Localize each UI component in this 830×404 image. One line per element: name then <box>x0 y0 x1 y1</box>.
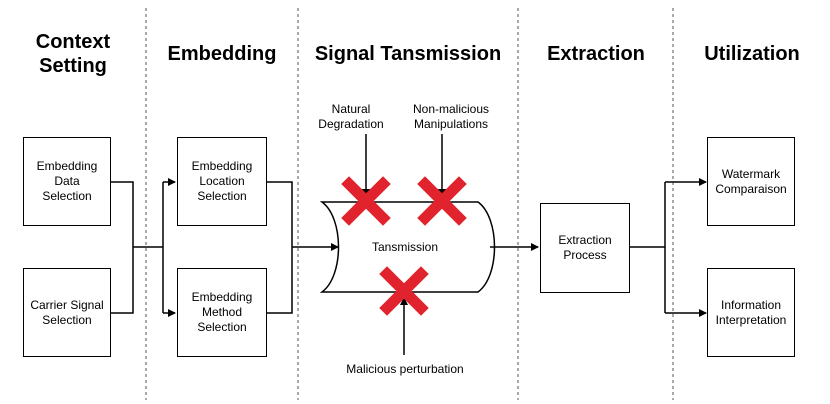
heading-embedding: Embedding <box>167 43 277 65</box>
heading-extraction: Extraction <box>547 43 645 65</box>
embedding-location-selection-box: Embedding Location Selection <box>177 137 267 226</box>
malicious-perturbation-label: Malicious perturbation <box>346 362 464 376</box>
heading-signal-transmission: Signal Tansmission <box>314 43 502 65</box>
carrier-signal-selection-box: Carrier Signal Selection <box>23 268 111 357</box>
connector-data-selection <box>110 181 134 247</box>
heading-utilization: Utilization <box>704 43 800 65</box>
transmission-label: Tansmission <box>371 240 439 254</box>
connector-carrier-selection <box>110 247 134 314</box>
information-interpretation-box: Information Interpretation <box>707 268 795 357</box>
embedding-data-selection-box: Embedding Data Selection <box>23 137 111 226</box>
connector-location-selection <box>267 181 293 247</box>
connector-method-selection <box>267 247 293 314</box>
transmission-shape <box>319 201 496 293</box>
cross-icon <box>417 176 467 226</box>
extraction-process-box: Extraction Process <box>540 203 630 293</box>
cross-icon <box>379 266 429 316</box>
watermark-comparison-box: Watermark Comparaison <box>707 137 795 226</box>
natural-degradation-label: Natural Degradation <box>318 102 384 131</box>
non-malicious-manipulations-label: Non-malicious Manipulations <box>412 102 490 131</box>
cross-icon <box>341 176 391 226</box>
heading-context-setting: Context Setting <box>35 31 111 77</box>
embedding-method-selection-box: Embedding Method Selection <box>177 268 267 357</box>
